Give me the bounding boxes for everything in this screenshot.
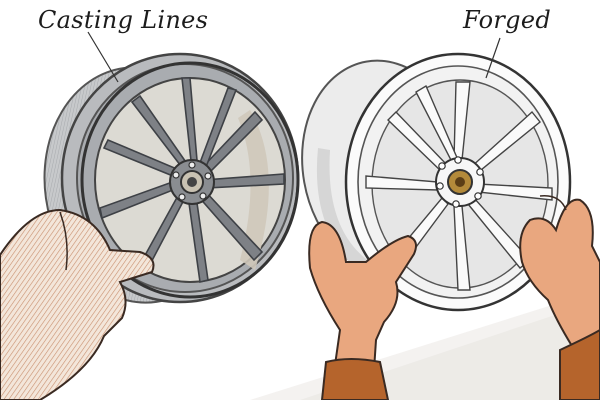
casting-lines-label: Casting Lines — [38, 6, 209, 34]
forged-label: Forged — [463, 6, 551, 34]
left-hand — [0, 208, 155, 400]
background-gray — [250, 290, 600, 400]
right-hands — [308, 195, 600, 400]
cast-wheel — [43, 31, 300, 304]
cast-spokes — [99, 77, 285, 283]
forged-wheel — [301, 37, 572, 312]
